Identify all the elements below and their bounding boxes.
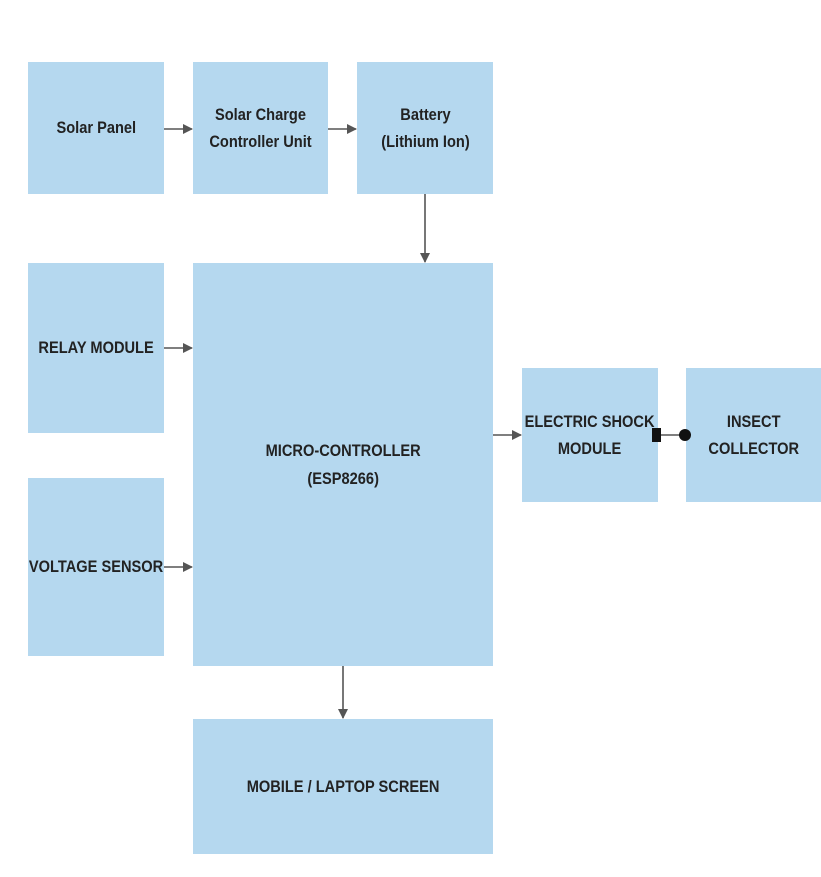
battery-block: Battery (Lithium Ion): [357, 62, 493, 194]
insect-collector-block: INSECT COLLECTOR: [686, 368, 821, 502]
solar-panel-label: Solar Panel: [56, 118, 136, 138]
charge-controller-label-line1: Solar Charge: [215, 104, 306, 124]
mobile-laptop-screen-block: MOBILE / LAPTOP SCREEN: [193, 719, 493, 854]
insect-collector-label-line2: COLLECTOR: [708, 439, 799, 458]
battery-label-line1: Battery: [399, 104, 451, 124]
electric-shock-label-line2: MODULE: [558, 439, 622, 458]
voltage-sensor-block: VOLTAGE SENSOR: [28, 478, 164, 656]
microcontroller-label-line1: MICRO-CONTROLLER: [265, 441, 421, 461]
insect-collector-label-line1: INSECT: [726, 411, 781, 431]
solar-panel-block: Solar Panel: [28, 62, 164, 194]
battery-label-line2: (Lithium Ion): [380, 132, 470, 151]
relay-module-block: RELAY MODULE: [28, 263, 164, 433]
charge-controller-label-line2: Controller Unit: [209, 132, 312, 151]
microcontroller-label-line2: (ESP8266): [307, 468, 379, 488]
screen-label: MOBILE / LAPTOP SCREEN: [246, 776, 440, 796]
microcontroller-block: MICRO-CONTROLLER (ESP8266): [193, 263, 493, 666]
voltage-sensor-label: VOLTAGE SENSOR: [28, 557, 164, 577]
electric-shock-label-line1: ELECTRIC SHOCK: [525, 411, 655, 431]
charge-controller-block: Solar Charge Controller Unit: [193, 62, 328, 194]
relay-module-label: RELAY MODULE: [38, 338, 154, 358]
electric-shock-module-block: ELECTRIC SHOCK MODULE: [522, 368, 658, 502]
